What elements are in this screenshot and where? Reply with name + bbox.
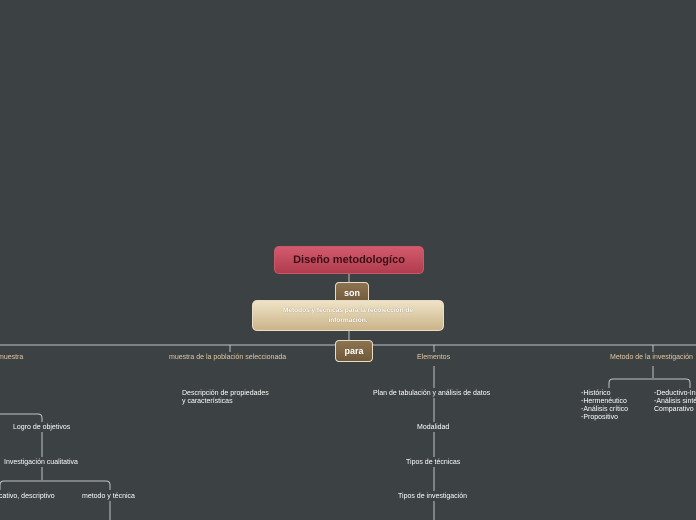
root-title: Diseño metodologíco [293,254,405,266]
methods-topic[interactable]: Métodos y técnicas para la recolección d… [252,300,444,331]
branch-muestra[interactable]: muestra [0,354,24,361]
metodo-a-item: -Hermenéutico [581,398,627,405]
metodo-a-item: -Histórico [581,390,611,397]
connector-para[interactable]: para [335,340,373,362]
leaf-plan[interactable]: Plan de tabulación y análisis de datos [373,390,491,397]
branch-elementos[interactable]: Elementos [417,354,451,361]
metodo-b-item: Comparativo [654,406,694,413]
leaf-descripcion[interactable]: Descripción de propiedades y característ… [182,390,269,406]
connector-son-label: son [343,288,360,298]
leaf-descriptivo[interactable]: cativo, descriptivo [0,493,55,500]
branch-poblacion[interactable]: muestra de la población seleccionada [169,354,287,361]
leaf-cualitativa[interactable]: Investigación cualitativa [4,459,78,466]
root-topic[interactable]: Diseño metodologíco [274,246,424,274]
connector-para-label: para [344,346,364,356]
leaf-tipos-tecnicas[interactable]: Tipos de técnicas [406,459,461,466]
methods-label: Métodos y técnicas para la recolección d… [282,306,414,324]
branch-metodo[interactable]: Metodo de la investigación [610,354,693,361]
leaf-metodos-b[interactable]: -Deductivo-Inductivo -Análisis sintético… [654,390,696,414]
metodo-b-item: -Deductivo-Inductivo [654,390,696,397]
leaf-modalidad[interactable]: Modalidad [417,424,450,431]
leaf-metodos-a[interactable]: -Histórico -Hermenéutico -Análisis críti… [581,390,628,422]
leaf-tipos-investigacion[interactable]: Tipos de investigación [398,493,468,500]
leaf-descripcion-line-1: Descripción de propiedades [182,390,269,397]
leaf-metodo-tecnica[interactable]: metodo y técnica [82,493,135,500]
leaf-logro[interactable]: Logro de objetivos [13,424,71,431]
metodo-b-item: -Análisis sintético [654,398,696,405]
metodo-a-item: -Análisis crítico [581,406,629,413]
leaf-descripcion-line-2: y características [182,398,233,405]
metodo-a-item: -Propositivo [581,414,618,421]
